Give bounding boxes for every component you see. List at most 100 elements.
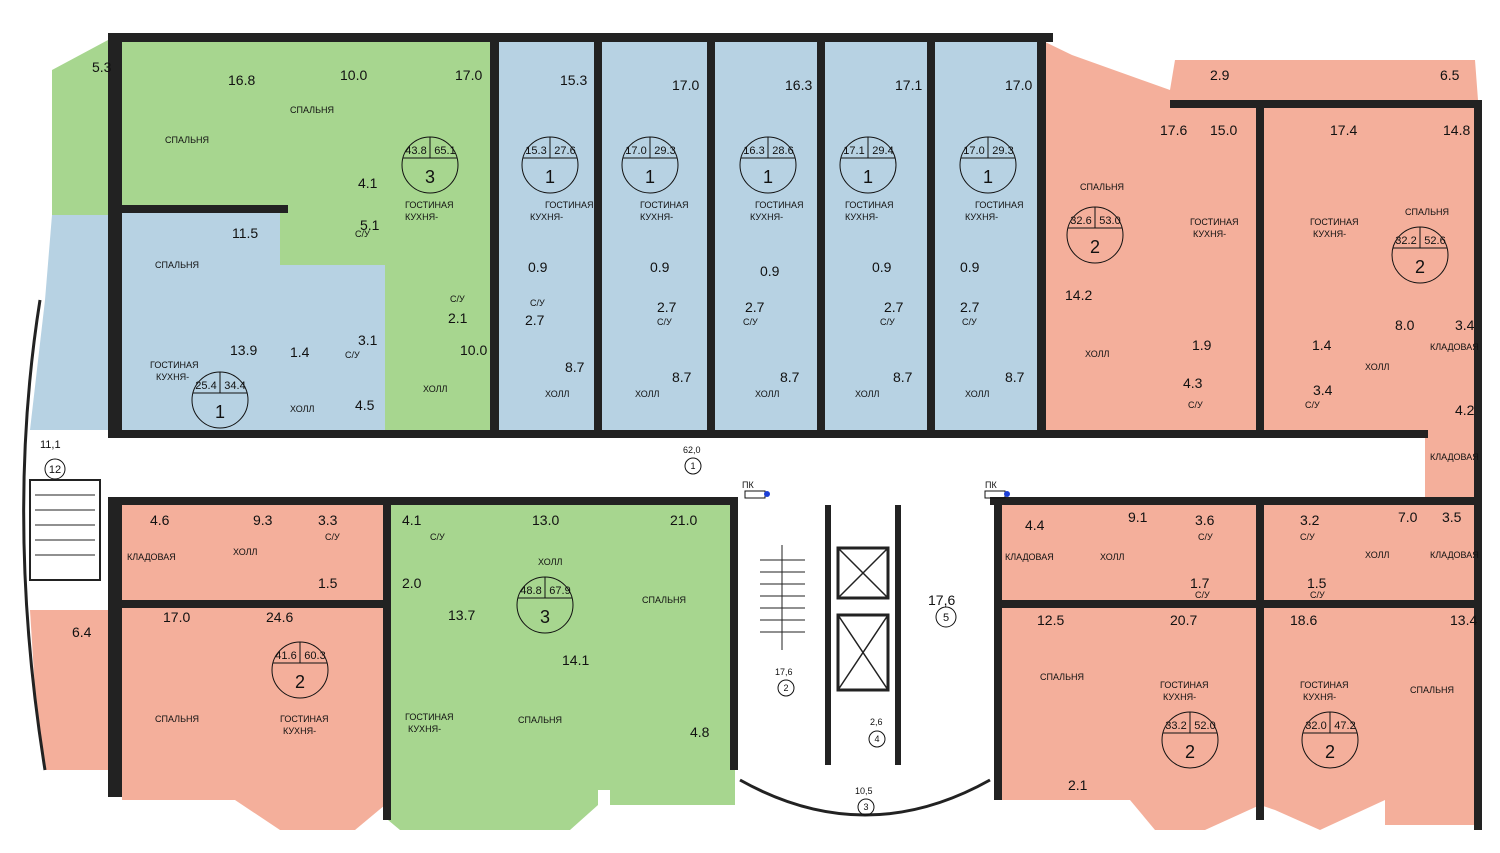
- svg-text:ГОСТИНАЯ: ГОСТИНАЯ: [845, 200, 894, 210]
- room-area: 1.4: [290, 344, 310, 360]
- svg-text:1: 1: [545, 167, 555, 187]
- room-label-hall: ХОЛЛ: [233, 547, 258, 557]
- room-area: 6.5: [1440, 67, 1460, 83]
- room-area: 17.0: [163, 609, 190, 625]
- room-label-bathroom: С/У: [1300, 532, 1315, 542]
- wall-col-711: [707, 40, 715, 435]
- room-label-bathroom: С/У: [450, 294, 465, 304]
- svg-text:ГОСТИНАЯ: ГОСТИНАЯ: [405, 200, 454, 210]
- stair-core: [22, 299, 991, 817]
- room-label-bedroom: СПАЛЬНЯ: [642, 595, 686, 605]
- svg-text:ГОСТИНАЯ: ГОСТИНАЯ: [1190, 217, 1239, 227]
- common-area-marker: 62,01: [683, 445, 702, 475]
- common-area-marker: 2,64: [868, 717, 886, 748]
- svg-text:ГОСТИНАЯ: ГОСТИНАЯ: [405, 712, 454, 722]
- svg-text:ГОСТИНАЯ: ГОСТИНАЯ: [545, 200, 594, 210]
- room-area: 8.7: [565, 359, 585, 375]
- svg-text:17,6: 17,6: [775, 667, 793, 677]
- room-area: 14.8: [1443, 122, 1470, 138]
- room-label-bathroom: С/У: [1305, 400, 1320, 410]
- svg-text:2: 2: [295, 672, 305, 692]
- apt-bottom-3room-fill: [388, 500, 735, 830]
- room-area: 13.0: [532, 512, 559, 528]
- svg-text:КУХНЯ-: КУХНЯ-: [965, 212, 998, 222]
- room-area: 6.4: [72, 624, 92, 640]
- living-kitchen-label: ГОСТИНАЯ КУХНЯ-: [405, 200, 454, 222]
- common-area-marker: 17,62: [775, 667, 795, 697]
- svg-text:2: 2: [1415, 257, 1425, 277]
- svg-text:ГОСТИНАЯ: ГОСТИНАЯ: [1310, 217, 1359, 227]
- room-label-hall: ХОЛЛ: [545, 389, 570, 399]
- svg-text:52.6: 52.6: [1424, 235, 1445, 247]
- svg-text:48.8: 48.8: [520, 585, 541, 597]
- svg-text:КУХНЯ-: КУХНЯ-: [640, 212, 673, 222]
- room-label-bedroom: СПАЛЬНЯ: [155, 260, 199, 270]
- svg-text:3: 3: [425, 167, 435, 187]
- room-area: 2.7: [960, 299, 980, 315]
- room-label-hall: ХОЛЛ: [965, 389, 990, 399]
- svg-text:2: 2: [1090, 237, 1100, 257]
- svg-text:29.4: 29.4: [872, 145, 893, 157]
- svg-text:32.0: 32.0: [1305, 720, 1326, 732]
- svg-text:3: 3: [863, 802, 868, 812]
- wall-corridor-bottom-right: [990, 497, 1480, 505]
- room-area: 17.1: [895, 77, 922, 93]
- room-area: 17.0: [1005, 77, 1032, 93]
- room-area: 17.4: [1330, 122, 1357, 138]
- room-area: 0.9: [960, 259, 980, 275]
- svg-text:КУХНЯ-: КУХНЯ-: [405, 212, 438, 222]
- room-area: 12.5: [1037, 612, 1064, 628]
- room-area: 15.0: [1210, 122, 1237, 138]
- room-label-bedroom: СПАЛЬНЯ: [1040, 672, 1084, 682]
- room-label-bathroom: С/У: [1198, 532, 1213, 542]
- svg-text:3: 3: [540, 607, 550, 627]
- room-areas: 5.3 16.8 10.0 17.0 15.3 17.0 16.3 17.1 1…: [72, 59, 1477, 793]
- svg-text:25.4: 25.4: [195, 380, 216, 392]
- room-area: 14.2: [1065, 287, 1092, 303]
- room-area: 16.8: [228, 72, 255, 88]
- room-area: 17.0: [672, 77, 699, 93]
- elevator-2-cross-b: [837, 614, 889, 691]
- room-area: 8.7: [893, 369, 913, 385]
- room-area: 3.5: [1442, 509, 1462, 525]
- room-label-hall: ХОЛЛ: [1085, 349, 1110, 359]
- room-area: 13.4: [1450, 612, 1477, 628]
- wall-top-right-roof: [1170, 100, 1480, 108]
- svg-text:15.3: 15.3: [525, 145, 546, 157]
- svg-text:1: 1: [645, 167, 655, 187]
- fire-hydrant-marker: ПК: [984, 480, 1010, 499]
- common-area-marker: 11,1 12: [40, 439, 66, 480]
- room-area: 3.1: [358, 332, 378, 348]
- room-area: 14.1: [562, 652, 589, 668]
- svg-text:17.0: 17.0: [963, 145, 984, 157]
- wall-left-mid-h: [108, 205, 288, 213]
- staircase-steps: [760, 545, 805, 650]
- svg-text:12: 12: [49, 464, 61, 476]
- svg-text:ПК: ПК: [742, 480, 754, 490]
- apt-top-right-2room-b-fill: [1260, 60, 1478, 500]
- svg-text:11,1: 11,1: [40, 439, 61, 451]
- room-label-bathroom: С/У: [345, 350, 360, 360]
- room-area: 0.9: [872, 259, 892, 275]
- svg-text:10,5: 10,5: [855, 786, 873, 796]
- svg-text:КУХНЯ-: КУХНЯ-: [156, 372, 189, 382]
- room-area: 1.9: [1192, 337, 1212, 353]
- room-label-bathroom: С/У: [657, 317, 672, 327]
- room-area: 2.7: [745, 299, 765, 315]
- svg-text:ГОСТИНАЯ: ГОСТИНАЯ: [755, 200, 804, 210]
- room-area: 8.7: [672, 369, 692, 385]
- room-area: 9.1: [1128, 509, 1148, 525]
- room-label-hall: ХОЛЛ: [755, 389, 780, 399]
